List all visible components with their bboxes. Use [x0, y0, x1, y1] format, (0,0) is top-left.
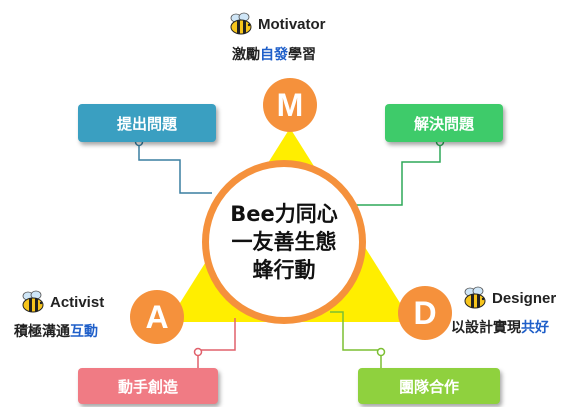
badge-d-letter: D	[413, 294, 437, 331]
activist-desc-highlight: 互動	[70, 324, 98, 340]
motivator-desc-part-1: 激勵	[232, 47, 260, 63]
center-line-1: Bee力同心	[230, 202, 338, 226]
bee-icon	[230, 12, 252, 35]
box-ask-questions-label: 提出問題	[116, 114, 177, 133]
role-motivator-name: Motivator	[258, 15, 326, 33]
connector-bottom-left	[197, 318, 236, 368]
role-designer: Designer	[462, 286, 556, 310]
role-designer-desc: 以設計實現共好	[451, 317, 549, 337]
center-line-2: 一友善生態	[231, 230, 337, 254]
role-activist: Activist	[20, 290, 104, 314]
center-line-3: 蜂行動	[252, 258, 316, 282]
box-teamwork: 團隊合作	[358, 368, 500, 404]
activist-desc-part-1: 積極溝通	[14, 324, 70, 340]
designer-desc-highlight: 共好	[521, 320, 549, 336]
connector-top-right	[352, 142, 441, 206]
box-hands-on-creation-label: 動手創造	[117, 377, 178, 396]
badge-m-letter: M	[276, 86, 304, 123]
designer-desc-part-1: 以設計實現	[451, 320, 521, 336]
bee-icon	[22, 290, 44, 313]
box-solve-problems-label: 解決問題	[413, 114, 474, 133]
motivator-desc-highlight: 自發	[260, 47, 288, 63]
badge-m: M	[263, 78, 317, 132]
motivator-desc-part-2: 學習	[288, 47, 316, 63]
connector-top-left	[138, 142, 212, 194]
badge-d: D	[398, 286, 452, 340]
badge-a: A	[130, 290, 184, 344]
role-activist-name: Activist	[50, 293, 105, 311]
box-teamwork-label: 團隊合作	[398, 377, 459, 396]
role-activist-desc: 積極溝通互動	[14, 321, 98, 341]
box-solve-problems: 解決問題	[385, 104, 503, 142]
role-designer-name: Designer	[492, 289, 557, 307]
role-motivator-desc: 激勵自發學習	[232, 44, 316, 64]
center-circle: Bee力同心 一友善生態 蜂行動	[202, 160, 366, 324]
role-motivator: Motivator	[228, 12, 326, 36]
box-ask-questions: 提出問題	[78, 104, 216, 142]
bee-icon	[464, 286, 486, 309]
badge-a-letter: A	[145, 298, 169, 335]
box-hands-on-creation: 動手創造	[78, 368, 218, 404]
